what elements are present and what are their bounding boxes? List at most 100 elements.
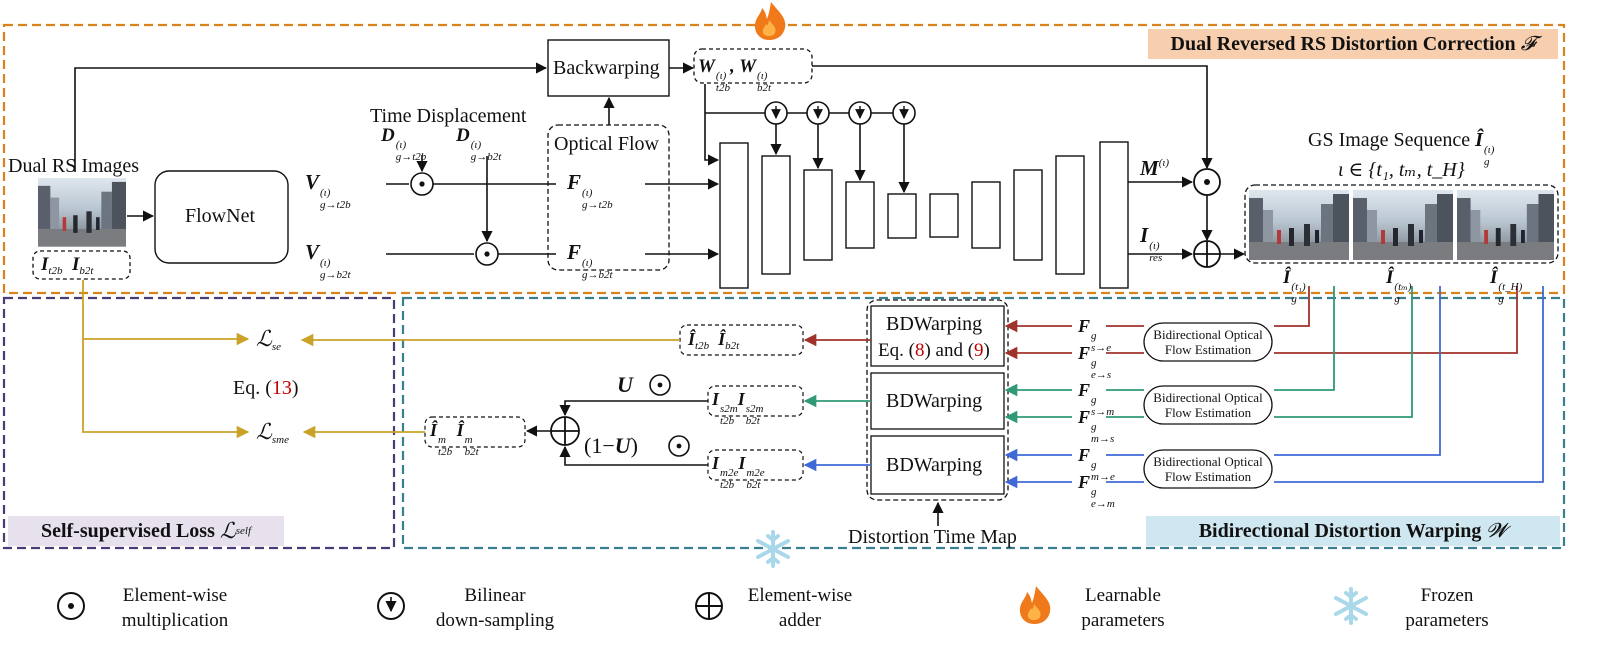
legend-down-icon — [377, 592, 405, 620]
blue-line-1 — [1274, 286, 1441, 456]
gold-line-rs — [82, 280, 250, 439]
loss-symbol-sub: self — [235, 525, 252, 537]
red-line-2 — [1274, 286, 1518, 354]
eq-close: ) — [983, 340, 990, 361]
flownet-box — [154, 170, 289, 264]
bofe3-line2: Flow Estimation — [1164, 468, 1252, 484]
legend-mult-text: Element-wise multiplication — [110, 584, 240, 633]
bofe2-line1: Bidirectional Optical — [1153, 390, 1263, 405]
eq-ref-8[interactable]: 8 — [914, 340, 925, 361]
bdwarp1-label: BDWarping — [886, 313, 983, 335]
legend-flame-icon — [1019, 586, 1051, 624]
loss-border — [2, 296, 396, 550]
loss-sme-label: ℒsme — [256, 419, 289, 446]
gs-thumb-3 — [1457, 190, 1554, 260]
ihat-pair-label: Ît2b Îb2t — [688, 329, 740, 352]
bofe-3 — [1143, 449, 1273, 489]
d-t2b-label: D(ι)g→t2b — [381, 125, 427, 163]
green-line-1 — [1274, 286, 1335, 391]
rs-pair-label: It2b Ib2t — [41, 254, 94, 277]
legend-learn-text: Learnable parameters — [1068, 584, 1178, 633]
legend-mult-line1: Element-wise — [122, 585, 228, 606]
bofe-1 — [1143, 322, 1273, 362]
ires-label: I(ι)res — [1140, 223, 1163, 264]
legend-mult-icon — [57, 592, 85, 620]
dual-rs-label: Dual RS Images — [8, 155, 140, 177]
flame-icon — [754, 2, 786, 40]
one-minus-u-label: (1−U) — [584, 433, 638, 458]
gs-sequence-bracket — [1244, 184, 1559, 264]
red-line-1 — [1274, 286, 1310, 327]
warping-symbol: 𝓦 — [1486, 519, 1508, 542]
legend-add-line2: adder — [778, 609, 822, 631]
arrow-w-to-mult — [812, 65, 1213, 170]
correction-border — [2, 23, 1566, 295]
arrow-w-to-net — [704, 84, 720, 166]
eq13-close: ) — [291, 377, 299, 399]
gs-thumb-1 — [1249, 190, 1349, 260]
im-bracket — [424, 416, 526, 448]
legend-add-icon — [695, 592, 723, 620]
legend-frozen-line1: Frozen — [1420, 585, 1474, 606]
eq13-ref[interactable]: 13 — [271, 377, 292, 399]
eq13-label: Eq. (13) — [233, 378, 299, 398]
correction-title: Dual Reversed RS Distortion Correction 𝓕 — [1148, 29, 1558, 59]
legend-learn-line2: parameters — [1081, 609, 1165, 631]
backwarping-label: Backwarping — [553, 57, 660, 79]
w-label: W(ι)t2b, W(ι)b2t — [698, 56, 772, 94]
bdwarp3-label: BDWarping — [886, 454, 983, 476]
bofe2-line2: Flow Estimation — [1164, 404, 1252, 420]
warping-border — [401, 296, 1566, 550]
eq-open: Eq. ( — [878, 340, 915, 361]
bofe1-line1: Bidirectional Optical — [1153, 327, 1263, 342]
snowflake-icon — [756, 530, 790, 568]
legend-mult-line2: multiplication — [121, 609, 229, 631]
bdwarp-box-3 — [870, 435, 1005, 495]
legend-down-line1: Bilinear — [464, 585, 526, 606]
correction-symbol: 𝓕 — [1520, 32, 1536, 55]
correction-title-text: Dual Reversed RS Distortion Correction — [1170, 32, 1516, 55]
optical-flow-box — [547, 124, 670, 271]
u-label: U — [617, 372, 633, 397]
iota-set-label: ι ∈ {t₁, tₘ, t_H} — [1338, 159, 1465, 181]
legend-frozen-text: Frozen parameters — [1392, 584, 1502, 633]
legend-frozen-line2: parameters — [1405, 609, 1489, 631]
v-t2b-label: V(ι)g→t2b — [305, 170, 351, 211]
unet-bars — [719, 141, 1129, 289]
loss-se-label: ℒse — [256, 326, 282, 353]
bdwarp2-label: BDWarping — [886, 390, 983, 412]
flownet-label: FlowNet — [185, 205, 255, 227]
eq-ref-9[interactable]: 9 — [974, 340, 984, 361]
legend-add-line1: Element-wise — [747, 585, 853, 606]
warping-title: Bidirectional Distortion Warping 𝓦 — [1146, 516, 1560, 546]
v-b2t-label: V(ι)g→b2t — [305, 240, 351, 281]
legend-add-text: Element-wise adder — [740, 584, 860, 633]
warping-title-text: Bidirectional Distortion Warping — [1198, 519, 1482, 542]
gs-sequence-label: GS Image Sequence Î(ι)g — [1308, 129, 1495, 168]
d-b2t-label: D(ι)g→b2t — [456, 125, 502, 163]
bdwarp1-eq: Eq. (8) and (9) — [878, 341, 990, 360]
gs-t1-label: Î(t₁)g — [1283, 267, 1306, 305]
legend-learn-line1: Learnable — [1085, 585, 1161, 606]
green-line-2 — [1274, 286, 1413, 418]
dual-rs-thumbnail — [38, 178, 126, 247]
gs-thumb-2 — [1353, 190, 1453, 260]
arrow-rs-to-backwarping — [74, 62, 548, 172]
bdwarp-box-1 — [870, 305, 1005, 367]
eq13-open: Eq. ( — [233, 377, 272, 399]
bdwarping-group — [866, 299, 1009, 501]
legend-snowflake-icon — [1334, 587, 1368, 625]
optical-flow-label: Optical Flow — [554, 133, 659, 155]
loss-title-text: Self-supervised Loss — [40, 519, 215, 542]
rs-pair-bracket — [32, 250, 131, 280]
m-label: M(ι) — [1140, 156, 1170, 180]
